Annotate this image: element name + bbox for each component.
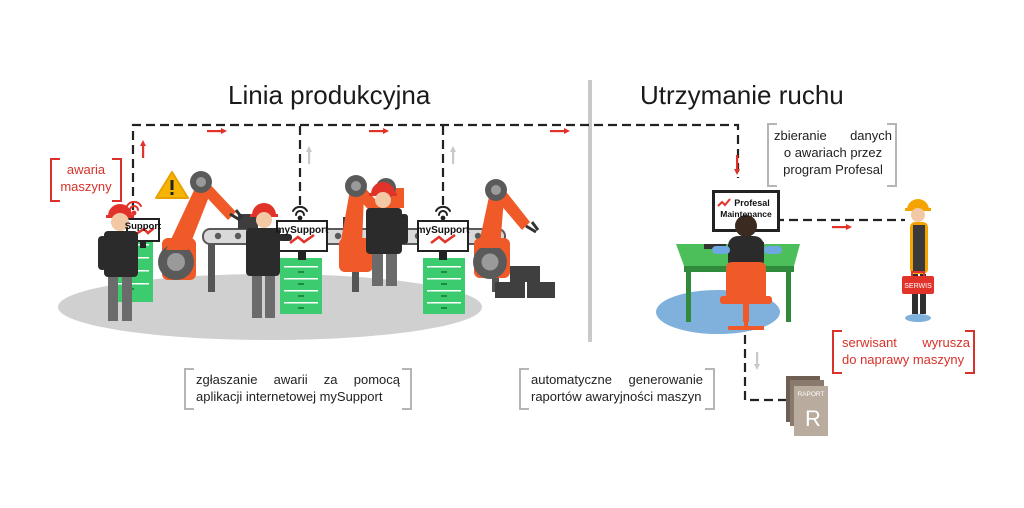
machine-failure-label: awaria maszyny [60,162,112,194]
profesal-screen-label: Profesal [734,198,770,208]
wifi-icon [126,200,142,216]
crate-stack [495,266,555,298]
monitor [417,220,469,260]
bracket [50,158,60,202]
bracket [767,123,777,187]
reporting-label: zgłaszanie awarii za pomocą aplikacji in… [196,372,400,404]
bracket [112,158,122,202]
profesal-logo-icon [717,198,731,207]
arrow-down-icon [734,155,760,370]
robot-arm [158,171,244,280]
service-case-label: SERWIS [904,283,932,290]
report-letter-label: R [805,406,821,431]
maintenance-title: Utrzymanie ruchu [640,80,844,110]
technician-floor [905,314,931,322]
technician [902,199,934,314]
bracket [887,123,897,187]
bracket [184,368,194,410]
cabinet [423,258,465,314]
robot-arm [473,179,540,279]
arrow-up-icon [140,140,456,164]
cabinet [280,258,322,314]
report-document [786,376,828,436]
technician-label: serwisant wyrusza do naprawy maszyny [842,335,970,367]
bracket [402,368,412,410]
arrow-right-icon [207,128,852,230]
maintenance-operator [712,215,782,330]
data-flow-lines [131,123,905,402]
mysupport-screen-label: Support [125,221,162,232]
report-header-label: RAPORT [798,391,825,398]
section-divider [588,80,592,342]
bracket [832,330,842,374]
worker [98,204,138,321]
auto-reports-label: automatyczne generowanie raportów awaryj… [531,372,703,404]
mysupport-screen-label: mySupport [276,225,329,236]
wifi-icon [292,205,308,221]
mysupport-screen-label: mySupport [417,225,470,236]
worker [366,182,408,286]
bracket [965,330,975,374]
production-line-title: Linia produkcyjna [228,80,431,110]
bracket [519,368,529,410]
warning-icon [155,171,189,199]
bracket [705,368,715,410]
wifi-icon [435,205,451,221]
worker [246,203,292,318]
data-collection-label: zbieranie danych o awariach przez progra… [774,128,892,177]
profesal-screen-label: Maintenance [720,209,772,219]
